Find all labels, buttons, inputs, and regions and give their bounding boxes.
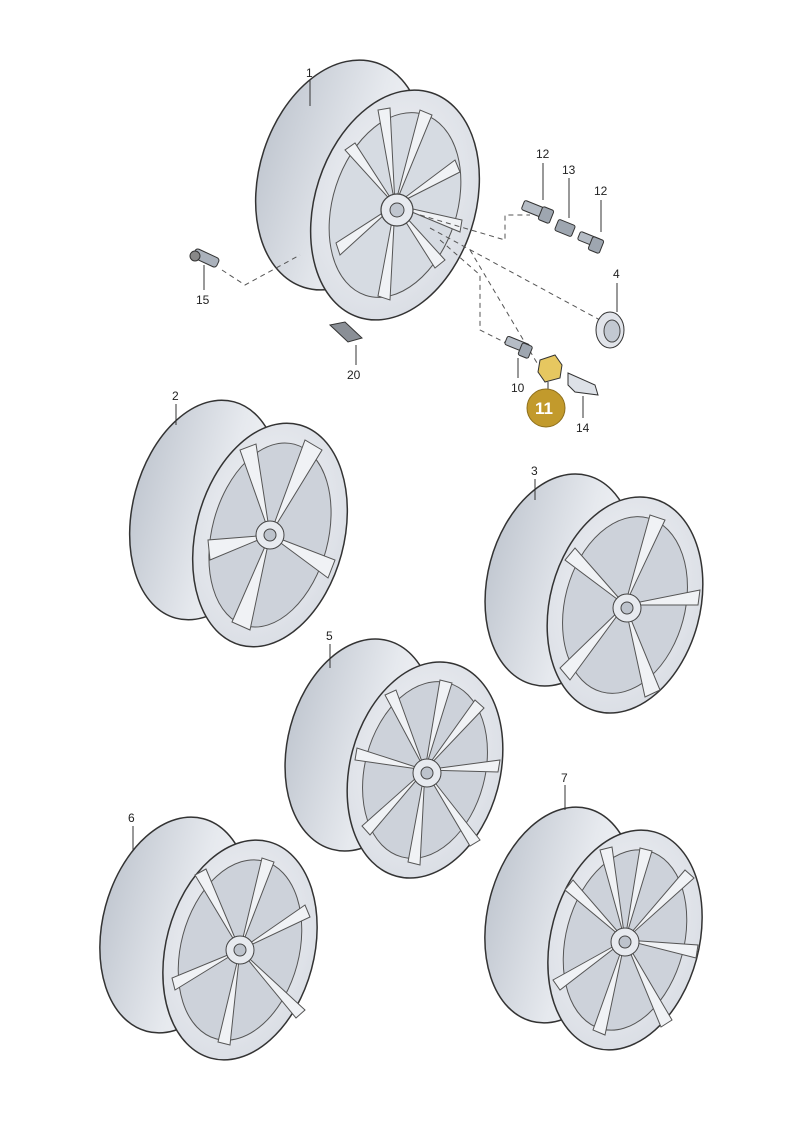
callout-3[interactable]: 3 bbox=[531, 464, 538, 478]
callout-4[interactable]: 4 bbox=[613, 267, 620, 281]
callout-12-upper-right[interactable]: 12 bbox=[594, 184, 608, 198]
center-cap-part[interactable]: 4 bbox=[595, 267, 625, 349]
callout-11[interactable]: 11 bbox=[535, 399, 553, 418]
highlight-badge[interactable] bbox=[526, 388, 566, 428]
valve-stem-part[interactable]: 15 bbox=[189, 248, 220, 307]
callout-1[interactable]: 1 bbox=[306, 66, 313, 80]
callout-15[interactable]: 15 bbox=[196, 293, 210, 307]
highlighted-part-11[interactable]: 11 bbox=[526, 354, 566, 428]
callout-14[interactable]: 14 bbox=[576, 421, 590, 435]
wheel-bolt-12b[interactable]: 12 bbox=[577, 184, 608, 254]
lock-clip-part[interactable]: 14 bbox=[567, 372, 599, 435]
callout-12-upper-left[interactable]: 12 bbox=[536, 147, 550, 161]
wheel-3[interactable]: 3 bbox=[463, 457, 726, 731]
callout-13[interactable]: 13 bbox=[562, 163, 576, 177]
callout-7[interactable]: 7 bbox=[561, 771, 568, 785]
dashed-leader-lines bbox=[221, 214, 601, 369]
wheel-6[interactable]: 6 bbox=[77, 800, 340, 1077]
wheel-bolt-10[interactable]: 10 bbox=[504, 335, 533, 395]
wheel-bolt-13[interactable]: 13 bbox=[554, 163, 576, 237]
callout-6[interactable]: 6 bbox=[128, 811, 135, 825]
callout-2[interactable]: 2 bbox=[172, 389, 179, 403]
wheel-bolt-12a[interactable]: 12 bbox=[521, 147, 555, 224]
wheel-1[interactable]: 1 bbox=[227, 38, 507, 342]
wheel-5[interactable]: 5 bbox=[263, 622, 526, 896]
callout-10[interactable]: 10 bbox=[511, 381, 525, 395]
callout-5[interactable]: 5 bbox=[326, 629, 333, 643]
wheel-2[interactable]: 2 bbox=[106, 383, 371, 664]
callout-20[interactable]: 20 bbox=[347, 368, 361, 382]
balance-weight-part[interactable]: 20 bbox=[328, 321, 363, 382]
wheel-7[interactable]: 7 bbox=[462, 771, 725, 1067]
